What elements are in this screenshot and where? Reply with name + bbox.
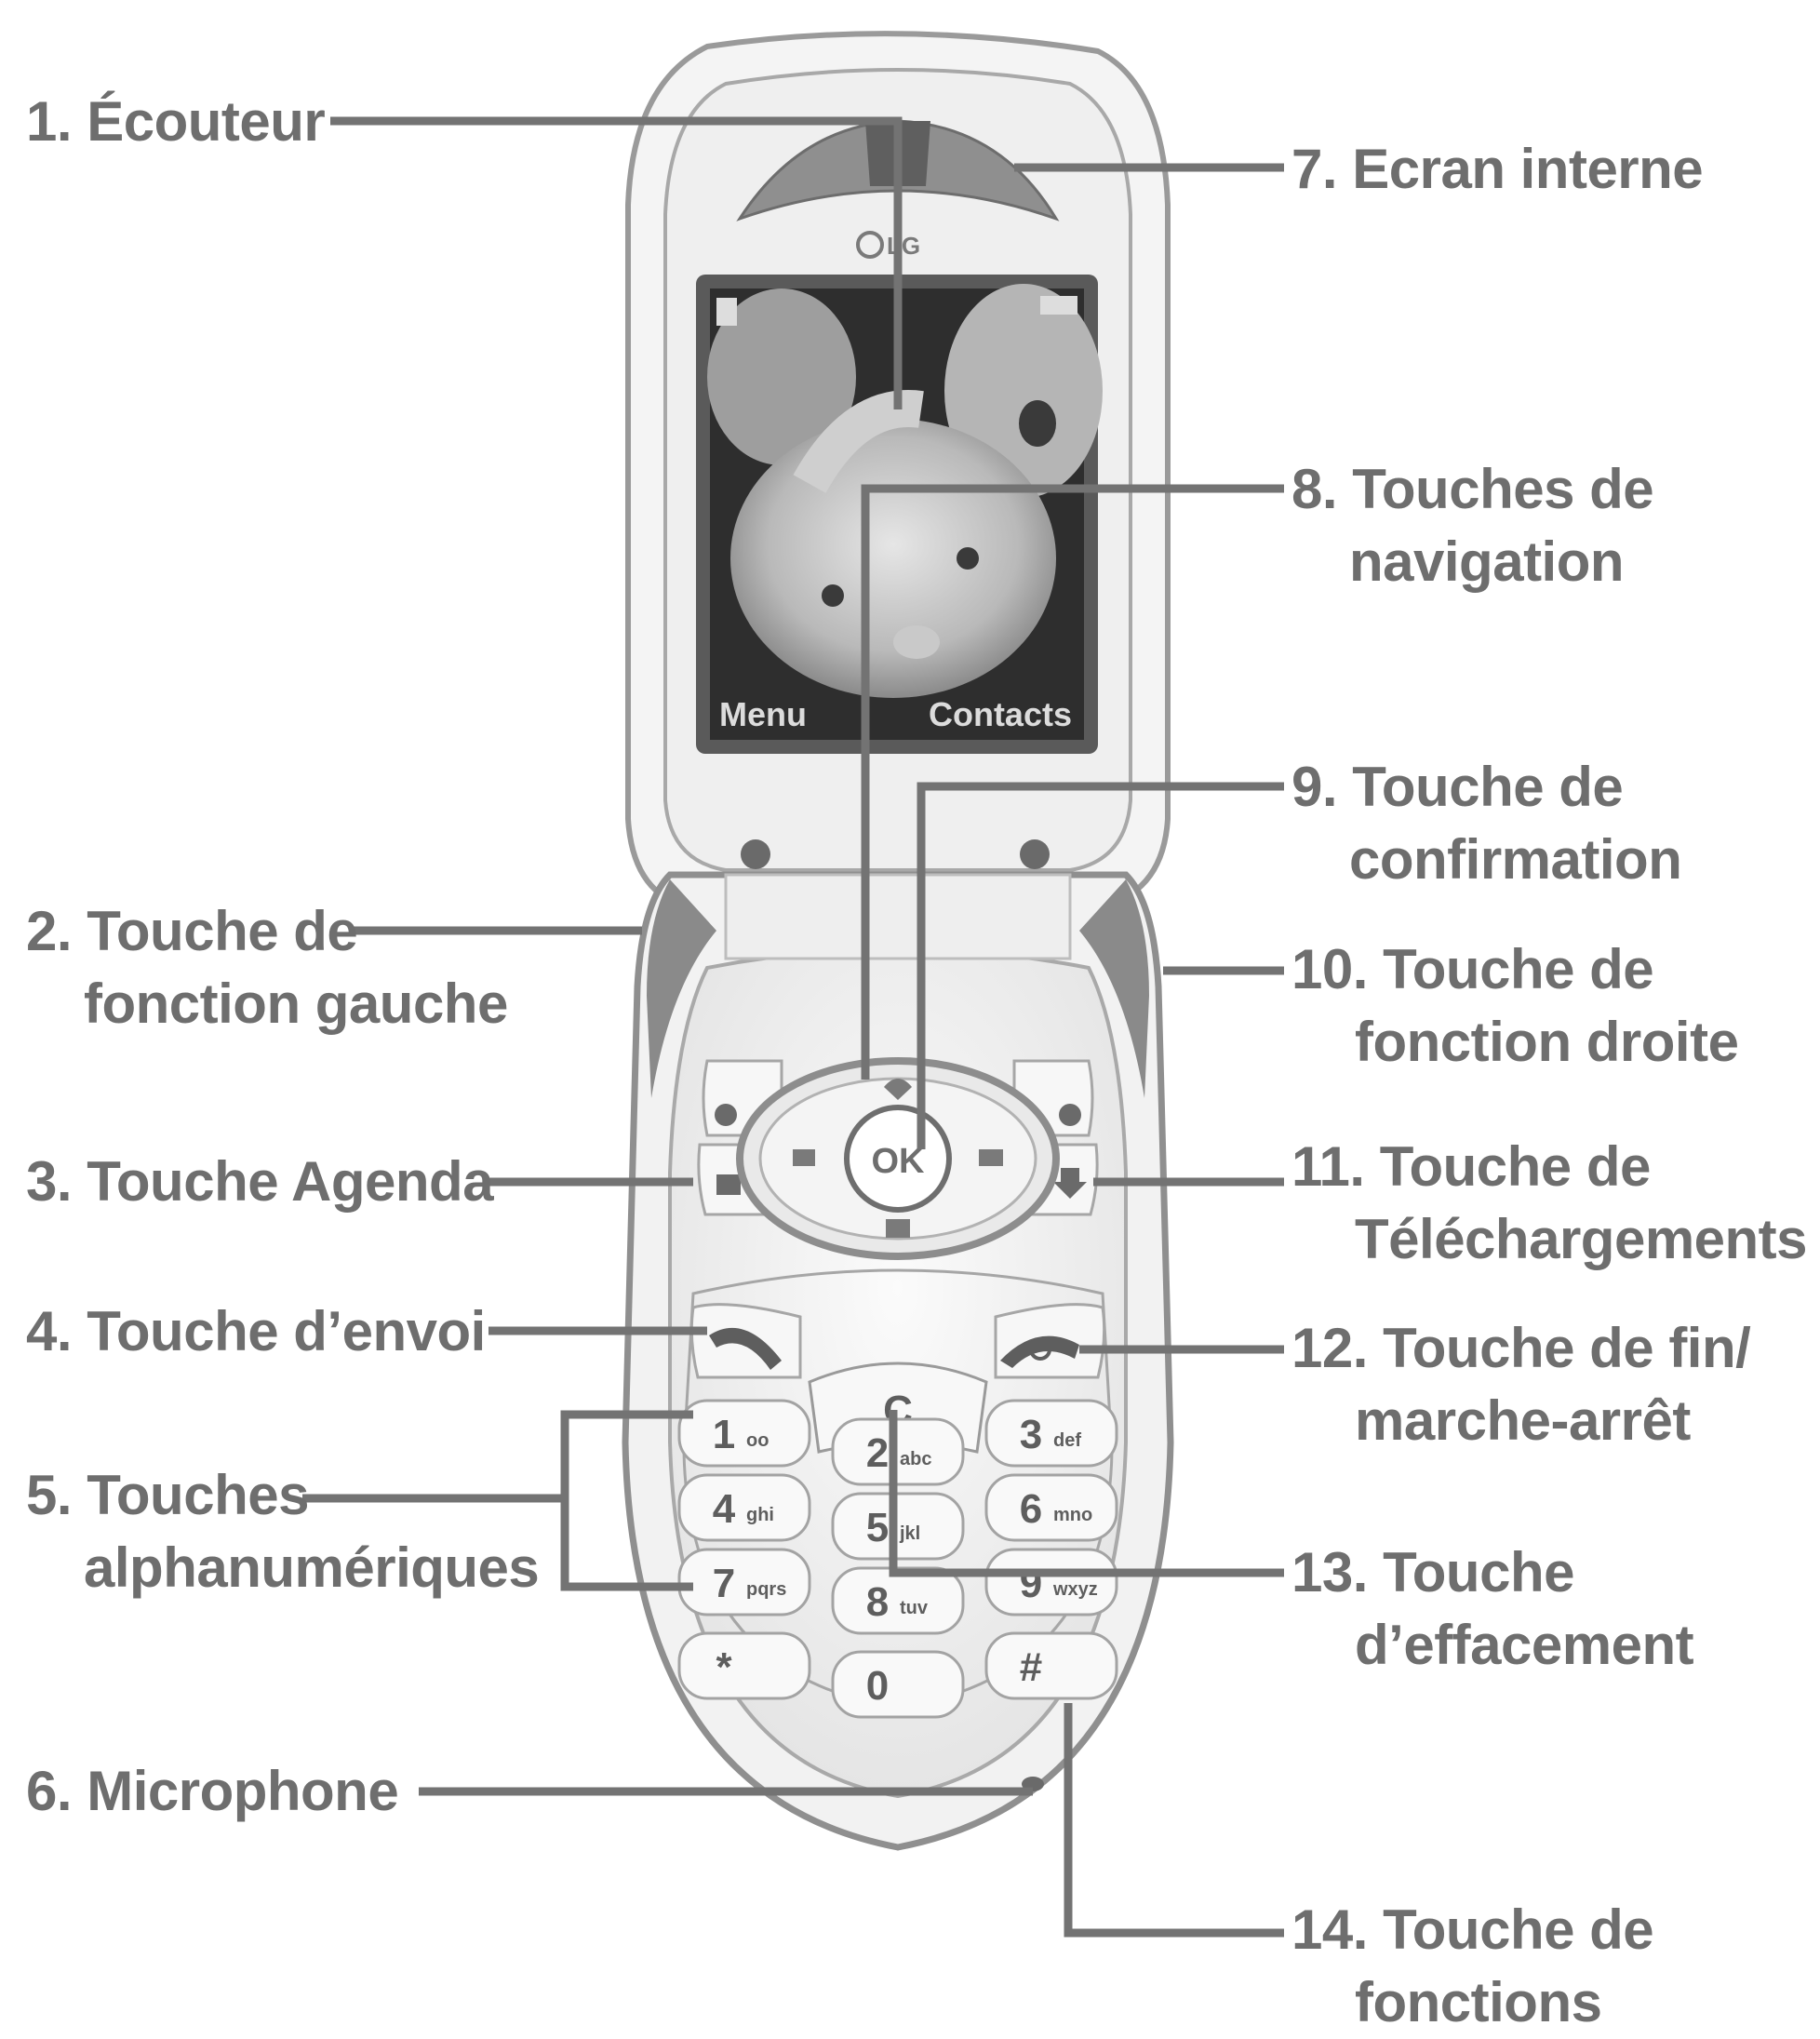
- callout-microphone: 6. Microphone: [26, 1755, 398, 1828]
- soft-key-left-dot: [715, 1104, 737, 1126]
- hinge-barrel: [726, 875, 1070, 959]
- key-7[interactable]: 7 pqrs: [679, 1549, 810, 1615]
- key-3[interactable]: 3 def: [986, 1401, 1117, 1466]
- callout-internal-screen: 7. Ecran interne: [1291, 133, 1703, 206]
- key-sub-label: tuv: [900, 1598, 929, 1618]
- key-main-label: 8: [866, 1579, 889, 1625]
- key-sub-label: wxyz: [1052, 1579, 1098, 1600]
- key-5[interactable]: 5 jkl: [833, 1494, 963, 1559]
- callout-clear-key-line1: 13. Touche: [1291, 1536, 1693, 1609]
- nav-right-icon: [979, 1149, 1003, 1166]
- send-key[interactable]: [691, 1305, 800, 1377]
- brand-logo-text: LG: [887, 232, 920, 260]
- key-main-label: 2: [866, 1430, 889, 1476]
- nav-left-icon: [793, 1149, 815, 1166]
- key-main-label: 0: [866, 1663, 889, 1709]
- callout-alphanumeric-keys-line1: 5. Touches: [26, 1459, 539, 1532]
- callout-confirm-key: 9. Touche de confirmation: [1291, 751, 1681, 896]
- key-main-label: 3: [1020, 1412, 1042, 1457]
- leader-line-14: [1068, 1703, 1284, 1933]
- key-9[interactable]: 9 wxyz: [986, 1549, 1117, 1615]
- callout-clear-key-line2: d’effacement: [1291, 1609, 1693, 1682]
- hinge-dot-right: [1020, 839, 1050, 869]
- callout-navigation-keys-line2: navigation: [1291, 526, 1653, 598]
- internal-display: Menu Contacts: [707, 284, 1103, 740]
- callout-function-key-line2: fonctions: [1291, 1966, 1653, 2039]
- callout-send-key: 4. Touche d’envoi: [26, 1295, 486, 1368]
- callout-alphanumeric-keys-line2: alphanumériques: [26, 1532, 539, 1604]
- callout-send-key-line1: 4. Touche d’envoi: [26, 1295, 486, 1368]
- callout-agenda-key-line1: 3. Touche Agenda: [26, 1146, 493, 1218]
- callout-right-soft-key-line1: 10. Touche de: [1291, 933, 1738, 1006]
- key-8[interactable]: 8 tuv: [833, 1568, 963, 1633]
- key-4[interactable]: 4 ghi: [679, 1475, 810, 1540]
- key-sub-label: jkl: [899, 1523, 920, 1544]
- key-main-label: 7: [713, 1561, 735, 1606]
- callout-end-power-key-line1: 12. Touche de fin/: [1291, 1312, 1750, 1385]
- callout-downloads-key-line2: Téléchargements: [1291, 1203, 1807, 1276]
- nav-down-icon: [886, 1219, 910, 1238]
- alphanumeric-keypad: 1 oo 2 abc 3 def 4 ghi 5 jkl 6 mno 7 pqrs 8 tuv 9 wxyz * 0 #: [679, 1401, 1117, 1717]
- callout-confirm-key-line1: 9. Touche de: [1291, 751, 1681, 824]
- key-2[interactable]: 2 abc: [833, 1419, 963, 1484]
- soft-key-right-dot: [1059, 1104, 1081, 1126]
- callout-left-soft-key: 2. Touche de fonction gauche: [26, 895, 508, 1040]
- callout-navigation-keys-line1: 8. Touches de: [1291, 453, 1653, 526]
- key-main-label: 6: [1020, 1486, 1042, 1532]
- callout-right-soft-key: 10. Touche de fonction droite: [1291, 933, 1738, 1079]
- callout-earpiece-line1: 1. Écouteur: [26, 86, 325, 158]
- callout-right-soft-key-line2: fonction droite: [1291, 1006, 1738, 1079]
- callout-earpiece: 1. Écouteur: [26, 86, 325, 158]
- callout-alphanumeric-keys: 5. Touches alphanumériques: [26, 1459, 539, 1604]
- agenda-icon: [716, 1174, 741, 1195]
- key-sub-label: ghi: [746, 1505, 774, 1525]
- callout-internal-screen-line1: 7. Ecran interne: [1291, 133, 1703, 206]
- key-sub-label: def: [1053, 1430, 1081, 1451]
- key-6[interactable]: 6 mno: [986, 1475, 1117, 1540]
- softkey-right-label: Contacts: [929, 695, 1072, 733]
- key-main-label: 1: [713, 1412, 735, 1457]
- key-sub-label: abc: [900, 1449, 931, 1469]
- key-0[interactable]: 0: [833, 1652, 963, 1717]
- callout-function-key-line1: 14. Touche de: [1291, 1894, 1653, 1966]
- callout-microphone-line1: 6. Microphone: [26, 1755, 398, 1828]
- key-main-label: 5: [866, 1505, 889, 1550]
- hinge-dot-left: [741, 839, 770, 869]
- key-main-label: 4: [713, 1486, 736, 1532]
- callout-navigation-keys: 8. Touches de navigation: [1291, 453, 1653, 598]
- callout-end-power-key-line2: marche-arrêt: [1291, 1385, 1750, 1457]
- ok-button-label: OK: [872, 1142, 926, 1181]
- key-hash[interactable]: #: [986, 1633, 1117, 1698]
- callout-end-power-key: 12. Touche de fin/ marche-arrêt: [1291, 1312, 1750, 1457]
- softkey-left-label: Menu: [719, 695, 807, 733]
- callout-agenda-key: 3. Touche Agenda: [26, 1146, 493, 1218]
- callout-function-key: 14. Touche de fonctions: [1291, 1894, 1653, 2039]
- key-main-label: *: [716, 1644, 732, 1690]
- key-1[interactable]: 1 oo: [679, 1401, 810, 1466]
- callout-downloads-key: 11. Touche de Téléchargements: [1291, 1131, 1807, 1276]
- key-star[interactable]: *: [679, 1633, 810, 1698]
- callout-left-soft-key-line1: 2. Touche de: [26, 895, 508, 968]
- key-sub-label: mno: [1053, 1505, 1092, 1525]
- end-power-key[interactable]: [996, 1305, 1104, 1377]
- key-sub-label: oo: [746, 1430, 769, 1451]
- key-main-label: #: [1020, 1644, 1042, 1690]
- callout-left-soft-key-line2: fonction gauche: [26, 968, 508, 1040]
- callout-confirm-key-line2: confirmation: [1291, 824, 1681, 896]
- callout-clear-key: 13. Touche d’effacement: [1291, 1536, 1693, 1682]
- key-sub-label: pqrs: [746, 1579, 786, 1600]
- ok-button[interactable]: OK: [847, 1107, 949, 1210]
- key-main-label: 9: [1020, 1561, 1042, 1606]
- callout-downloads-key-line1: 11. Touche de: [1291, 1131, 1807, 1203]
